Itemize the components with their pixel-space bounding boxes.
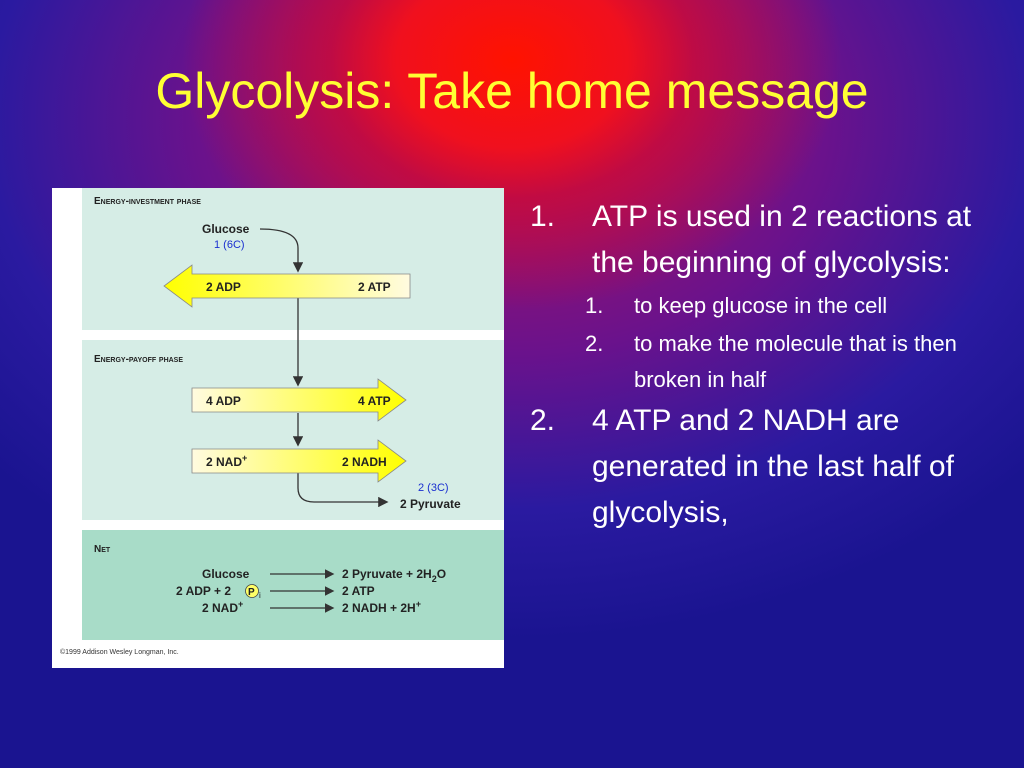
nadh-arrow (191, 439, 407, 483)
water-o: O (437, 567, 446, 581)
pyruvate-label: 2 Pyruvate (400, 497, 461, 511)
copyright-notice: ©1999 Addison Wesley Longman, Inc. (60, 648, 179, 656)
arrow2-right-label: 4 ATP (358, 394, 391, 408)
arrow2-left-label: 4 ADP (206, 394, 241, 408)
arrow3-right-label: 2 NADH (342, 455, 387, 469)
sub-bullet-item-1: 1. to keep glucose in the cell (530, 288, 1000, 324)
sub-bullet-number: 2. (585, 331, 604, 356)
sub-bullet-text: to keep glucose in the cell (634, 293, 888, 318)
net-row3-right: 2 NADH + 2H+ (342, 599, 421, 615)
bullet-text: ATP is used in 2 reactions at the beginn… (592, 200, 972, 279)
slide-title: Glycolysis: Take home message (155, 63, 869, 119)
sub-bullet-item-2: 2. to make the molecule that is then bro… (530, 326, 1000, 398)
net-row2-left: 2 ADP + 2 (176, 584, 231, 598)
net-row2-right: 2 ATP (342, 584, 375, 598)
sub-bullet-text: to make the molecule that is then broken… (634, 331, 957, 392)
net-row1-right: 2 Pyruvate + 2H2O (342, 567, 446, 584)
glycolysis-diagram: Energy-investment phase Energy-payoff ph… (52, 188, 504, 668)
h-plus-superscript: + (416, 599, 421, 609)
nad-plus-superscript-2: + (238, 599, 243, 609)
investment-panel (82, 188, 504, 330)
net-panel (82, 530, 504, 640)
arrow3-left-label: 2 NAD+ (206, 453, 247, 469)
bullet-list: 1. ATP is used in 2 reactions at the beg… (530, 194, 1000, 538)
nad-plus-superscript: + (242, 453, 247, 463)
glucose-label: Glucose (202, 222, 250, 236)
net-row3-left: 2 NAD+ (202, 599, 243, 615)
phosphate-subscript: i (259, 591, 261, 600)
phosphate-symbol: P (248, 587, 255, 598)
bullet-number: 2. (530, 404, 556, 437)
pyruvate-carbon-count: 2 (3C) (418, 482, 449, 494)
bullet-text: 4 ATP and 2 NADH are generated in the la… (592, 404, 954, 529)
glucose-carbon-count: 1 (6C) (214, 239, 245, 251)
net-header: Net (94, 544, 111, 555)
net-row1-left: Glucose (202, 567, 250, 581)
arrow1-left-label: 2 ADP (206, 280, 241, 294)
sub-bullet-number: 1. (585, 293, 604, 318)
bullet-item-2: 2. 4 ATP and 2 NADH are generated in the… (530, 398, 1000, 536)
atp-investment-arrow (163, 264, 411, 308)
arrow1-right-label: 2 ATP (358, 280, 391, 294)
phosphate-icon (245, 584, 259, 598)
investment-phase-header: Energy-investment phase (94, 196, 201, 207)
atp-payoff-arrow (191, 378, 407, 422)
bullet-item-1: 1. ATP is used in 2 reactions at the beg… (530, 194, 1000, 286)
flow-line-4 (297, 473, 389, 508)
bullet-number: 1. (530, 200, 556, 233)
payoff-panel (82, 340, 504, 520)
payoff-phase-header: Energy-payoff phase (94, 354, 183, 365)
flow-line-1 (259, 228, 304, 273)
water-subscript: 2 (432, 574, 437, 584)
